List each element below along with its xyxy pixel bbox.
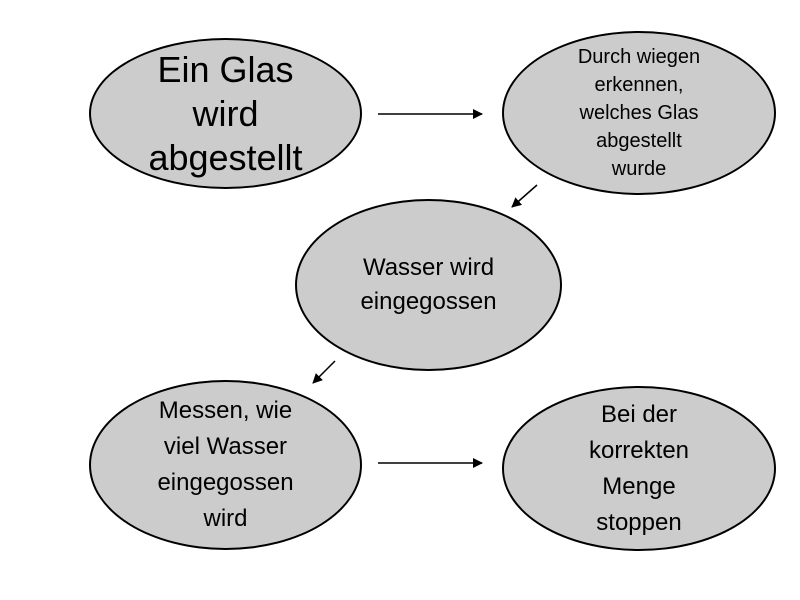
node-stop-at-correct-amount-label: Bei der korrekten Menge stoppen <box>588 400 690 536</box>
node-glass-placed-label: Ein Glas wird abgestellt <box>148 48 303 178</box>
node-identify-glass-by-weighing-label: Durch wiegen erkennen, welches Glas abge… <box>577 46 701 180</box>
node-glass-placed: Ein Glas wird abgestellt <box>89 38 362 189</box>
node-stop-at-correct-amount: Bei der korrekten Menge stoppen <box>502 386 776 551</box>
node-measure-poured-water: Messen, wie viel Wasser eingegossen wird <box>89 380 362 550</box>
node-measure-poured-water-label: Messen, wie viel Wasser eingegossen wird <box>157 397 294 532</box>
node-identify-glass-by-weighing: Durch wiegen erkennen, welches Glas abge… <box>502 31 776 195</box>
node-water-poured: Wasser wird eingegossen <box>295 199 562 371</box>
node-water-poured-label: Wasser wird eingegossen <box>360 254 497 315</box>
arrow-n3-to-n4 <box>312 360 336 384</box>
arrow-n2-to-n3 <box>511 184 538 208</box>
